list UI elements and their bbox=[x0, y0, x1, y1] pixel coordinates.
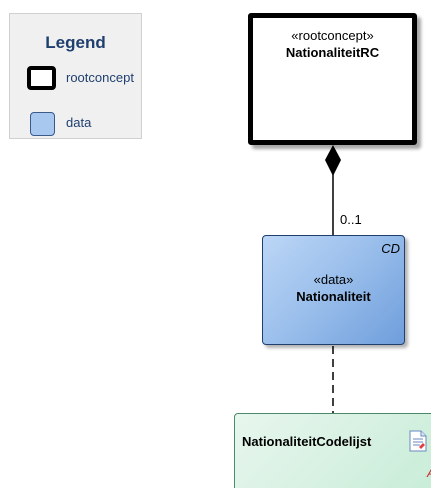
class-nationaliteitcodelijst[interactable]: NationaliteitCodelijst A bbox=[234, 413, 431, 488]
cd-tag: CD bbox=[381, 241, 400, 256]
class-nationaliteit[interactable]: CD «data» Nationaliteit bbox=[262, 235, 405, 345]
class-name: NationaliteitCodelijst bbox=[242, 434, 372, 449]
overflow-text: A bbox=[427, 466, 431, 480]
multiplicity-label: 0..1 bbox=[340, 212, 362, 227]
class-nationaliteitrc[interactable]: «rootconcept» NationaliteitRC bbox=[248, 13, 417, 145]
legend-data-label: data bbox=[66, 115, 92, 130]
legend-title: Legend bbox=[45, 33, 106, 52]
class-stereotype: «rootconcept» bbox=[291, 28, 374, 43]
class-name: NationaliteitRC bbox=[285, 45, 380, 60]
document-icon bbox=[409, 430, 427, 452]
composition-diamond bbox=[325, 145, 341, 176]
class-stereotype: «data» bbox=[313, 272, 354, 287]
legend: Legend rootconcept data bbox=[9, 13, 142, 139]
class-name: Nationaliteit bbox=[296, 289, 371, 304]
legend-data-swatch bbox=[30, 112, 55, 136]
legend-rootconcept-label: rootconcept bbox=[66, 70, 134, 85]
legend-rootconcept-swatch bbox=[27, 66, 56, 90]
